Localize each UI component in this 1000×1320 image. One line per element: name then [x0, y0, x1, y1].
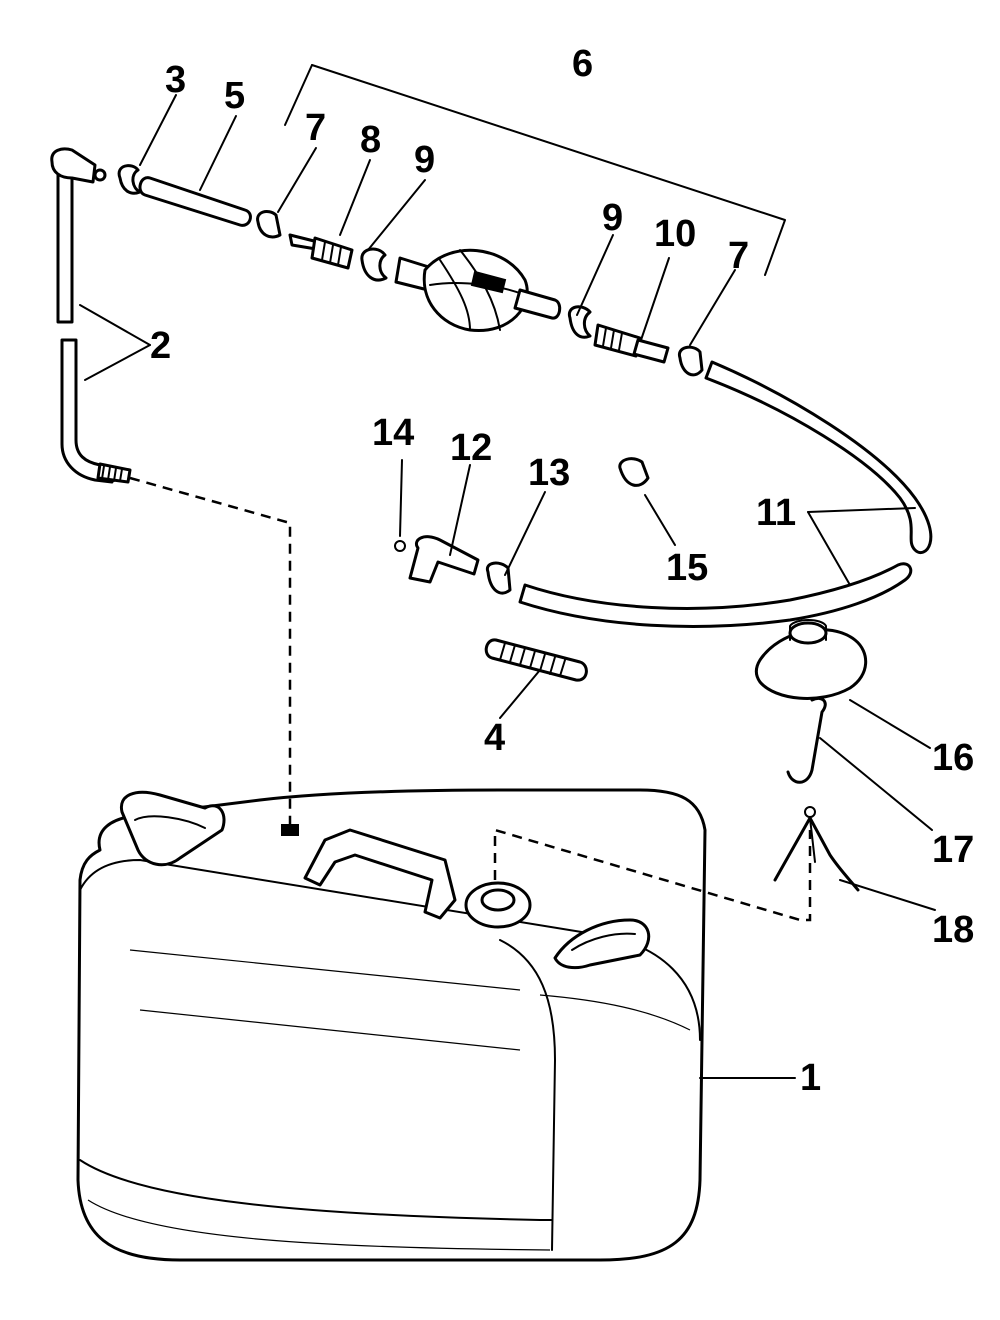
callout-13: 13	[528, 452, 570, 494]
callout-2: 2	[150, 325, 171, 367]
callout-5: 5	[224, 75, 245, 117]
callout-8: 8	[360, 119, 381, 161]
callout-18: 18	[932, 909, 974, 951]
callout-4: 4	[484, 717, 505, 759]
fuel-hose-5	[138, 176, 252, 227]
callout-6: 6	[572, 43, 593, 85]
leader-lines	[79, 64, 936, 1079]
primer-bulb-assembly	[394, 248, 562, 333]
fuel-tank	[76, 788, 707, 1262]
callout-16: 16	[932, 737, 974, 779]
callout-labels: 1 2 3 4 5 6 7 7 8 9 9 10 11 12 13 14 15 …	[150, 43, 974, 1099]
callout-9a: 9	[414, 139, 435, 181]
alignment-lines	[129, 476, 812, 922]
callout-17: 17	[932, 829, 974, 871]
fuel-hose-11	[518, 360, 933, 628]
chain-hook-17-18	[773, 696, 860, 892]
callout-1: 1	[800, 1057, 821, 1099]
callout-15: 15	[666, 547, 708, 589]
callout-10: 10	[654, 213, 696, 255]
callout-7a: 7	[305, 107, 326, 149]
callout-7b: 7	[728, 235, 749, 277]
callout-14: 14	[372, 412, 414, 454]
pickup-tube-2	[50, 147, 132, 484]
filler-cap-16	[754, 619, 868, 700]
callout-9b: 9	[602, 197, 623, 239]
callout-3: 3	[165, 59, 186, 101]
callout-12: 12	[450, 427, 492, 469]
hose-clamps-and-fittings	[117, 164, 704, 682]
callout-11: 11	[756, 492, 796, 534]
